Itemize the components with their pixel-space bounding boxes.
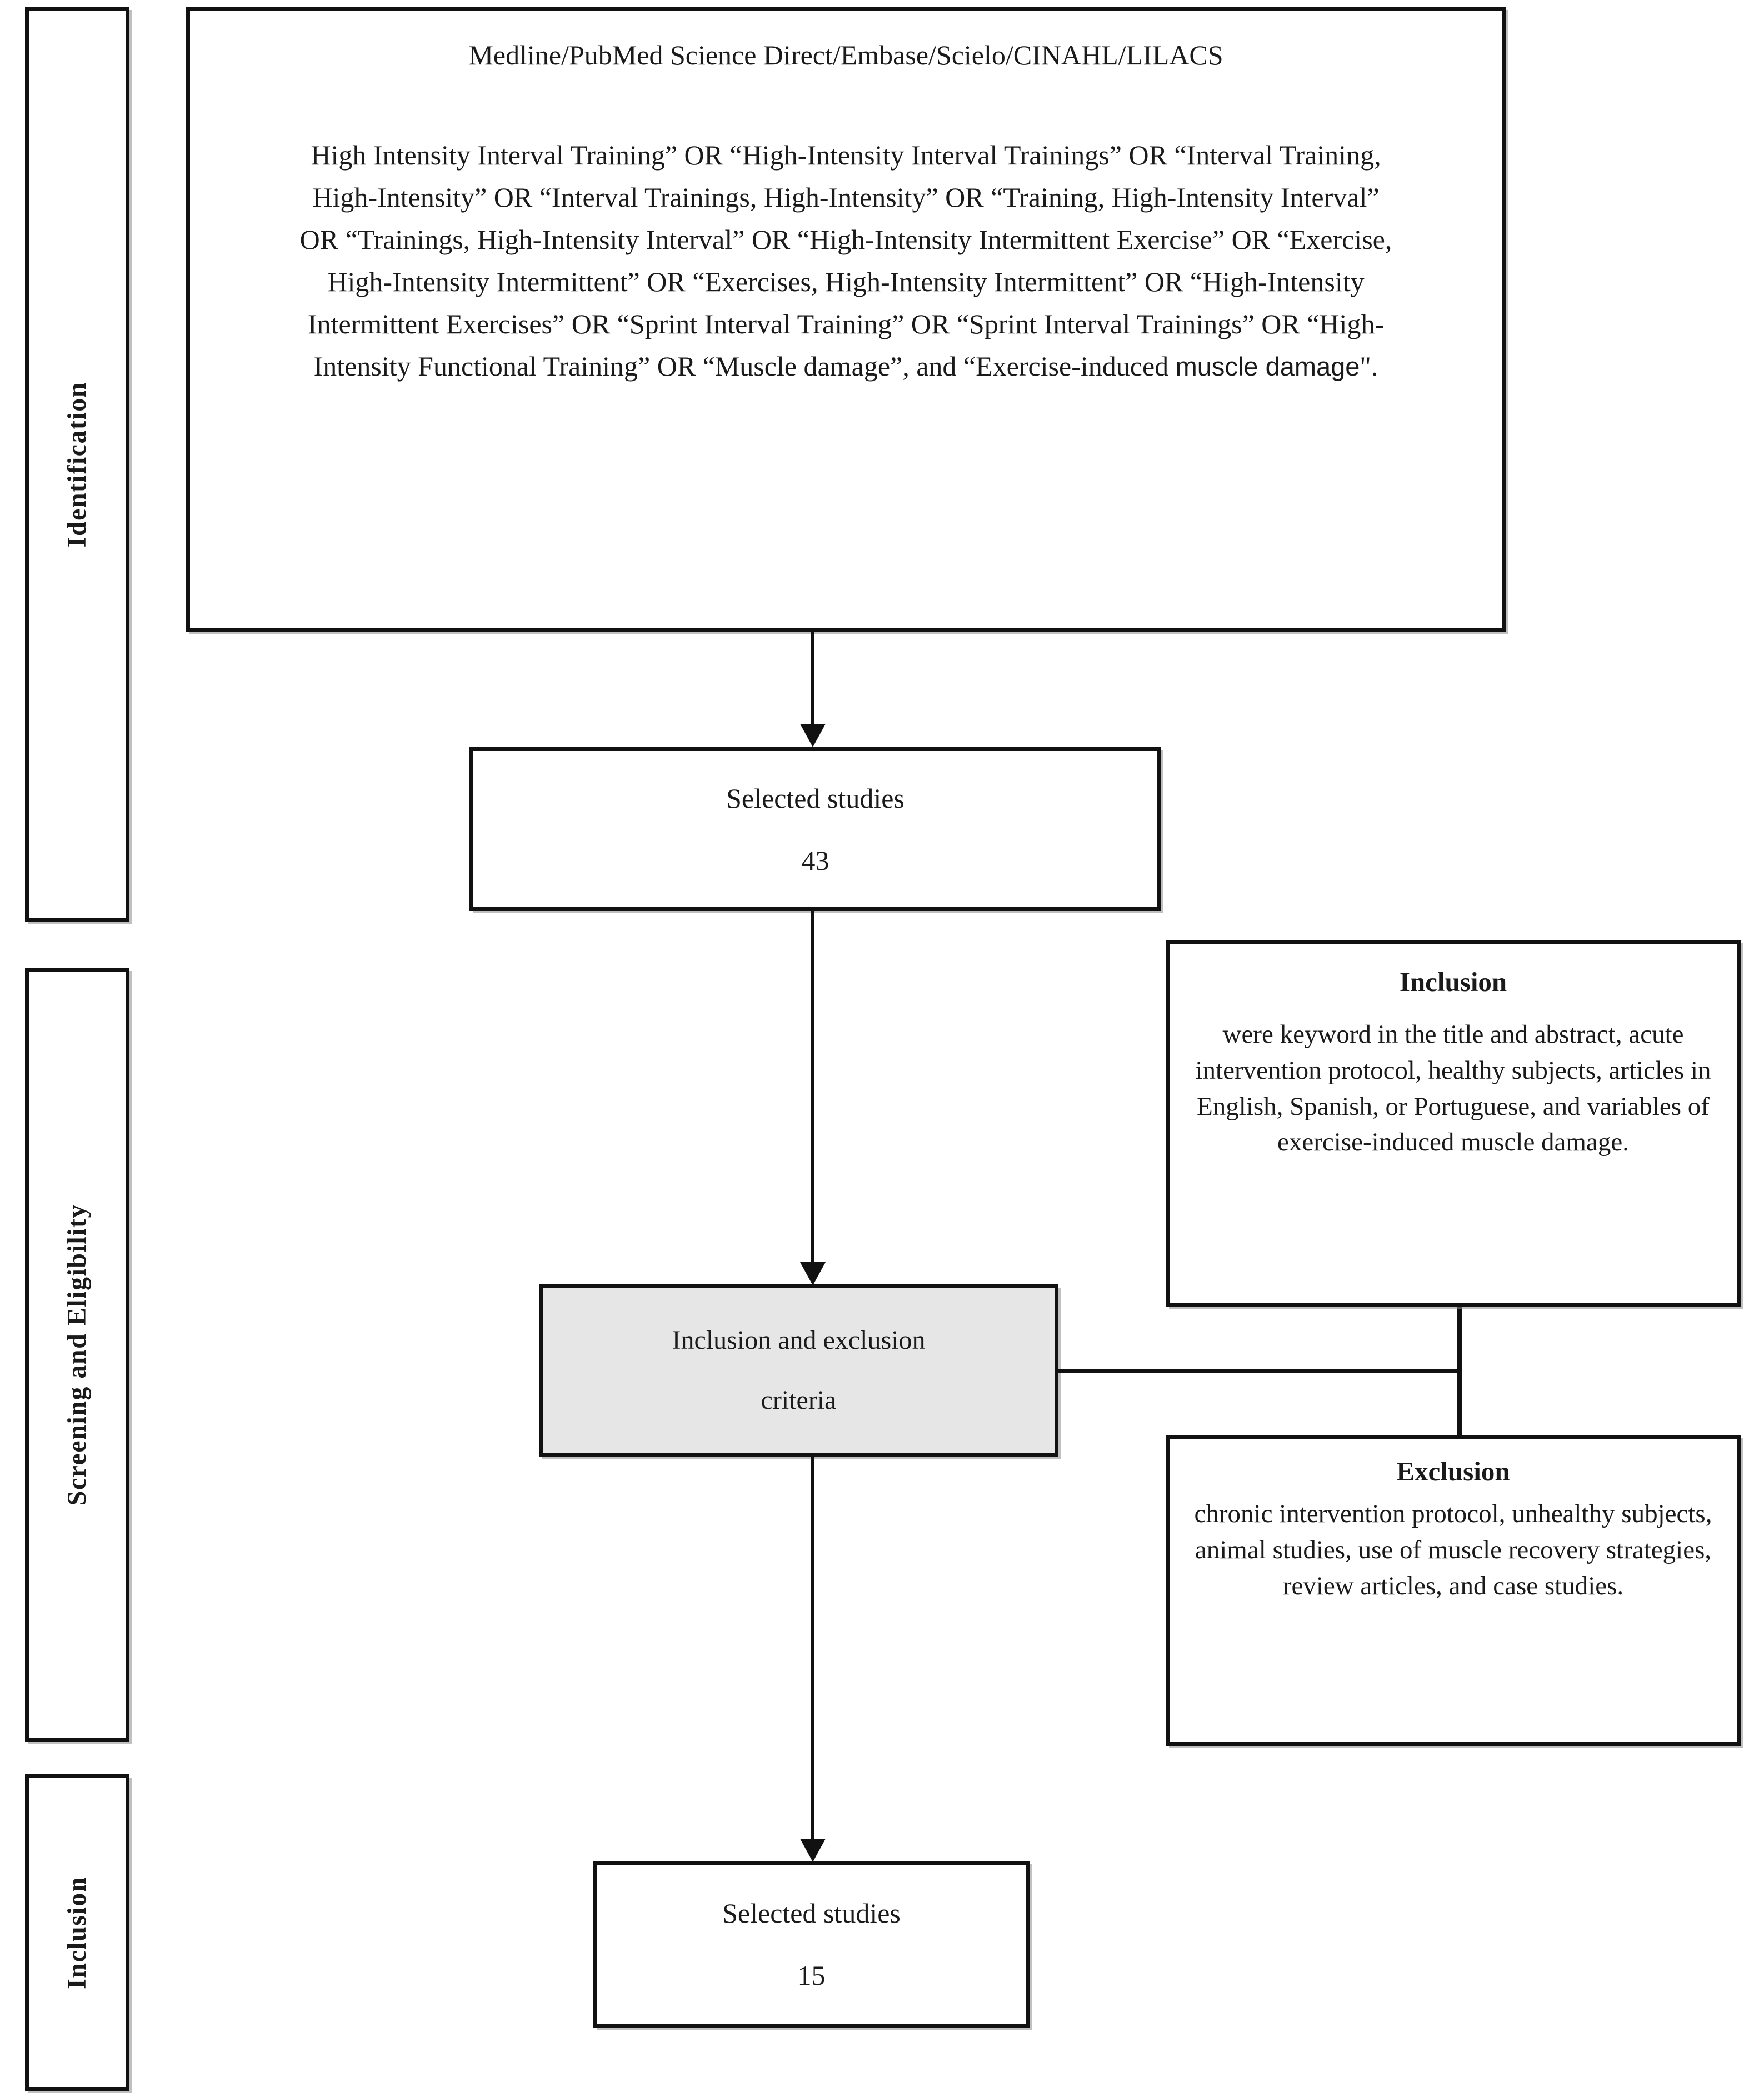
criteria-line-2: criteria [761,1385,837,1415]
inclusion-criteria-box: Inclusion were keyword in the title and … [1166,940,1741,1307]
stage-label-screening-eligibility: Screening and Eligibility [62,1204,92,1506]
selected-studies-top-label: Selected studies [726,782,905,814]
exclusion-criteria-heading: Exclusion [1396,1456,1510,1487]
inclusion-criteria-heading: Inclusion [1399,967,1507,997]
exclusion-criteria-box: Exclusion chronic intervention protocol,… [1166,1435,1741,1746]
selected-studies-top-count: 43 [801,844,829,876]
connector-inclusion-exclusion-junction [1457,1305,1462,1438]
search-databases-text: Medline/PubMed Science Direct/Embase/Sci… [468,39,1223,71]
stage-sidebar-identification: Identification [25,7,129,922]
selected-studies-bottom-count: 15 [797,1960,826,1991]
search-query-part1: High Intensity Interval Training” OR “Hi… [299,139,1392,382]
search-query-text: High Intensity Interval Training” OR “Hi… [268,134,1424,387]
stage-label-identification: Identification [62,381,92,548]
connector-query-to-selected-top [811,632,814,727]
stage-sidebar-screening-eligibility: Screening and Eligibility [25,968,129,1742]
connector-criteria-to-criteria-detail [1058,1369,1461,1373]
arrowhead-selected-top-to-criteria [800,1262,826,1285]
criteria-box: Inclusion and exclusion criteria [539,1284,1058,1457]
selected-studies-bottom-label: Selected studies [722,1898,901,1929]
stage-label-inclusion: Inclusion [62,1876,92,1989]
connector-criteria-to-selected-bottom [811,1457,814,1845]
search-query-box: Medline/PubMed Science Direct/Embase/Sci… [186,7,1506,632]
stage-sidebar-inclusion: Inclusion [25,1774,129,2091]
exclusion-criteria-body: chronic intervention protocol, unhealthy… [1194,1499,1712,1600]
arrowhead-query-to-selected-top [800,724,826,747]
arrowhead-criteria-to-selected-bottom [800,1839,826,1862]
selected-studies-bottom-box: Selected studies 15 [593,1861,1030,2028]
inclusion-criteria-body: were keyword in the title and abstract, … [1195,1019,1711,1157]
criteria-line-1: Inclusion and exclusion [672,1325,926,1355]
connector-selected-top-to-criteria [811,911,814,1267]
search-query-emphasis: muscle damage [1175,352,1360,381]
search-query-part2: ". [1360,351,1378,382]
selected-studies-top-box: Selected studies 43 [469,747,1161,911]
